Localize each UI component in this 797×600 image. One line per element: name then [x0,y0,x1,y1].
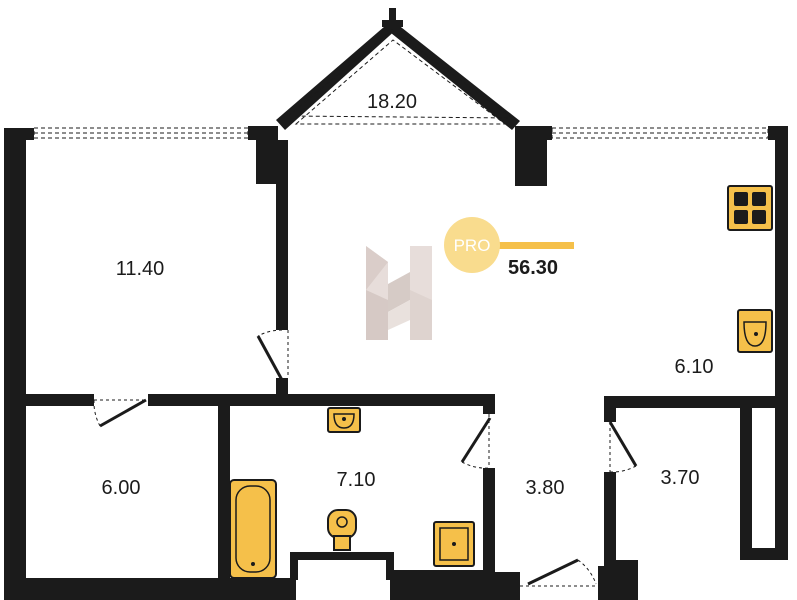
area-room-left: 6.00 [102,477,141,499]
bathtub-icon [229,479,277,579]
stove-icon [727,185,773,231]
bay-walls [276,8,520,130]
watermark-logo-icon [366,246,432,340]
door-closet [608,421,638,473]
area-closet: 3.70 [661,467,700,489]
area-balcony: 18.20 [367,91,417,113]
area-bathroom: 7.10 [337,469,376,491]
bathroom-sink-icon [327,407,361,433]
doors [93,329,638,587]
area-bedroom: 11.40 [116,258,165,280]
pro-label: PRO [454,236,491,255]
door-room-left [93,398,148,428]
door-bathroom [460,414,492,469]
door-bedroom [256,329,289,381]
pro-badge: PRO 56.30 [444,217,574,279]
room-labels: 18.20 11.40 6.10 6.00 7.10 3.80 3.70 [102,91,714,499]
area-hall: 3.80 [526,477,565,499]
kitchen-sink-icon [737,309,773,353]
interior-walls [4,126,788,600]
total-area: 56.30 [508,257,558,279]
shower-icon [433,521,475,567]
area-kitchen-living: 6.10 [675,356,714,378]
toilet-icon [327,509,357,551]
windows [33,127,769,139]
door-entrance [520,558,598,587]
outer-walls [4,126,788,600]
